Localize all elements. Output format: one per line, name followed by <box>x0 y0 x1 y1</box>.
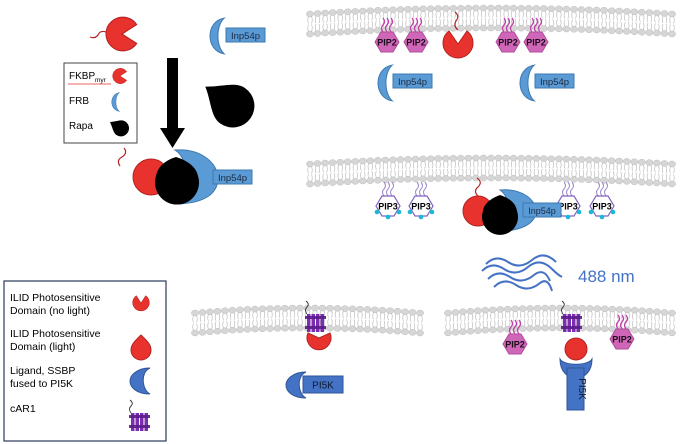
complex-inp54p-label: Inp54p <box>218 173 247 184</box>
inp54p-label: Inp54p <box>231 31 260 42</box>
inp54p-free-1: Inp54p <box>377 64 433 102</box>
legend-bottom: ILID Photosensitive Domain (no light) IL… <box>3 280 167 442</box>
pip2-bottom-2-label: PIP2 <box>612 335 632 345</box>
legend-ligand-2: fused to PI5K <box>10 378 73 390</box>
legend-car1: cAR1 <box>10 403 36 415</box>
pi5k-label-2: PI5K <box>576 378 587 400</box>
complex-icon: Inp54p <box>117 147 253 205</box>
frb-inp54p-top: Inp54p <box>209 17 266 55</box>
pip2-top-1: PIP2 <box>374 17 400 53</box>
pi5k-bound: PI5K <box>559 357 593 411</box>
pip2-top-2: PIP2 <box>403 17 429 53</box>
inp54p-label-3: Inp54p <box>540 77 569 88</box>
receptor-light-icon <box>560 300 583 333</box>
pip2-top-4-label: PIP2 <box>526 38 546 48</box>
membrane-bottom-right <box>444 304 676 337</box>
pip3-2: PIP3 <box>407 181 435 220</box>
light-wave-icon <box>481 254 563 292</box>
pip2-bottom-1-label: PIP2 <box>505 340 525 350</box>
wavelength-label: 488 nm <box>578 267 635 286</box>
membrane-top <box>306 4 676 38</box>
pip3-4-label: PIP3 <box>592 202 612 212</box>
panel-pip3-membrane: PIP3 PIP3 PIP3 PIP3 Inp54p <box>374 177 616 235</box>
membranes <box>191 4 676 337</box>
panel-dark: PI5K <box>285 300 344 399</box>
ilid-dark-icon <box>306 332 332 351</box>
pip2-top-2-label: PIP2 <box>406 38 426 48</box>
fkbp-pacman-icon <box>89 16 138 52</box>
legend-ligand-icon <box>129 367 151 395</box>
pip2-top-3: PIP2 <box>495 17 521 53</box>
pi5k-label: PI5K <box>312 381 334 392</box>
inp54p-label-2: Inp54p <box>398 77 427 88</box>
legend-fkbp: FKBP <box>69 71 95 82</box>
inp54p-label-4: Inp54p <box>528 206 556 216</box>
pip2-bottom-1: PIP2 <box>502 319 528 355</box>
pip2-top-4: PIP2 <box>523 17 549 53</box>
membrane-mid <box>306 154 676 188</box>
complex-membrane-icon: Inp54p <box>462 177 562 235</box>
pip3-4: PIP3 <box>588 181 616 220</box>
legend-rapa: Rapa <box>69 121 93 132</box>
pip3-1-label: PIP3 <box>378 202 398 212</box>
arrow-down-icon <box>160 58 185 148</box>
legend-ilid-light-2: Domain (light) <box>10 341 75 353</box>
rapa-drop-icon <box>192 68 263 136</box>
pip2-bottom-2: PIP2 <box>609 314 635 350</box>
ilid-light-icon <box>564 337 588 361</box>
legend-ligand-1: Ligand, SSBP <box>10 365 75 377</box>
pip2-top-3-label: PIP2 <box>498 38 518 48</box>
legend-frb: FRB <box>69 96 89 107</box>
membrane-pacman-icon <box>442 11 474 59</box>
panel-rapa-scheme: Inp54p FKBP myr FRB Rapa Inp54p <box>63 16 266 205</box>
legend-ilid-dark-1: ILID Photosensitive <box>10 292 101 304</box>
pip2-top-1-label: PIP2 <box>377 38 397 48</box>
legend-ilid-dark-2: Domain (no light) <box>10 305 90 317</box>
pip3-3-label: PIP3 <box>558 202 578 212</box>
pip3-2-label: PIP3 <box>411 202 431 212</box>
legend-fkbp-sub: myr <box>95 77 107 84</box>
panel-pip2-membrane: PIP2 PIP2 PIP2 PIP2 Inp54p Inp54p <box>374 11 575 102</box>
pi5k-free: PI5K <box>285 371 344 399</box>
inp54p-free-2: Inp54p <box>519 64 575 102</box>
pip3-1: PIP3 <box>374 181 402 220</box>
legend-ilid-light-1: ILID Photosensitive <box>10 328 101 340</box>
legend-ilid-light-icon <box>130 334 152 361</box>
